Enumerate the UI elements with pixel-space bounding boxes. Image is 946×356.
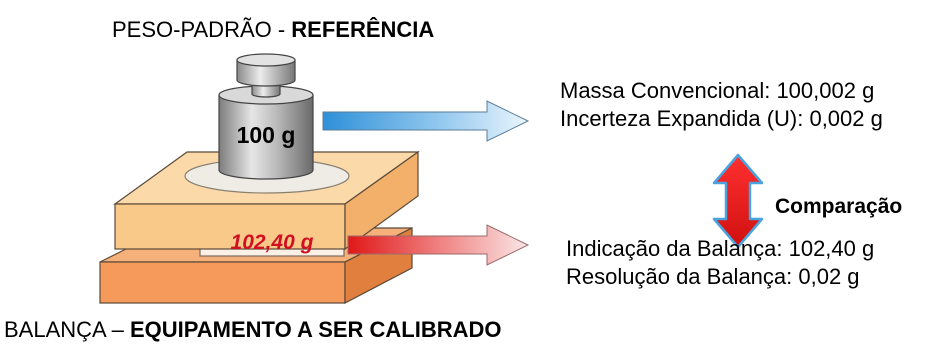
top-caption: PESO-PADRÃO - REFERÊNCIA [112,17,434,43]
conventional-mass-text: Massa Convencional: 100,002 g [560,78,875,103]
top-caption-prefix: PESO-PADRÃO - [112,17,292,42]
bottom-caption-prefix: BALANÇA – [4,317,130,342]
reference-weight [218,53,314,180]
bottom-caption: BALANÇA – EQUIPAMENTO A SER CALIBRADO [4,317,502,343]
reference-arrow [322,100,530,142]
comparison-arrow [712,153,764,249]
bottom-caption-emphasis: EQUIPAMENTO A SER CALIBRADO [129,317,502,342]
balance-resolution-text: Resolução da Balança: 0,02 g [566,264,860,289]
weight-label: 100 g [236,122,296,148]
comparison-label: Comparação [775,195,903,218]
top-caption-emphasis: REFERÊNCIA [291,17,435,42]
balance-indication-text: Indicação da Balança: 102,40 g [566,236,875,261]
display-reading: 102,40 g [230,231,314,254]
balance-arrow [347,224,530,266]
expanded-uncertainty-text: Incerteza Expandida (U): 0,002 g [560,106,883,131]
